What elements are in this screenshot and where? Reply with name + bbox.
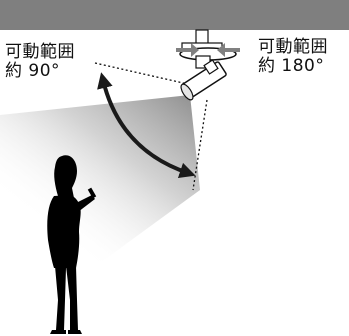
rotation-range-label-line1: 可動範囲	[258, 37, 328, 57]
person-with-phone-silhouette-icon	[47, 155, 97, 334]
rotation-range-label-line2: 約 180°	[258, 56, 325, 76]
rotation-range-label: 可動範囲 約 180°	[258, 38, 328, 76]
light-beam	[0, 95, 200, 336]
tilt-range-label-line2: 約 90°	[5, 61, 61, 81]
ceiling-bar	[0, 0, 349, 30]
tilt-arc-arrow	[97, 72, 196, 179]
rotation-arrows-icon	[176, 43, 240, 57]
tilt-range-label-line1: 可動範囲	[5, 42, 75, 62]
tilt-range-label: 可動範囲 約 90°	[5, 43, 75, 81]
